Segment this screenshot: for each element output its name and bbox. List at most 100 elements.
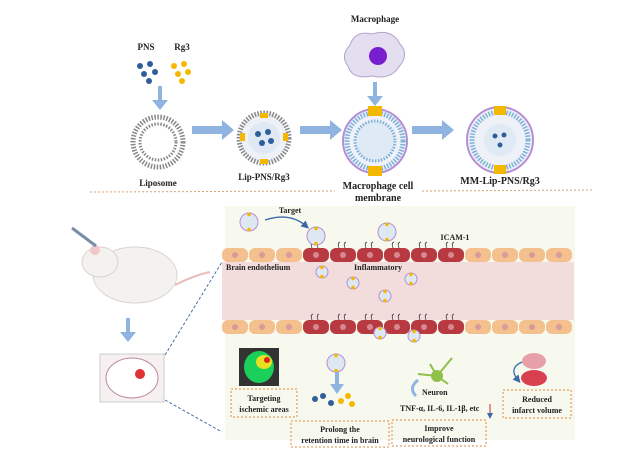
cell-nucleus bbox=[313, 324, 319, 330]
endothelium-label: Brain endothelium bbox=[226, 263, 291, 272]
reduced-box bbox=[502, 389, 572, 419]
cell-nucleus bbox=[232, 252, 238, 258]
arrow-right-icon bbox=[412, 120, 454, 140]
membrane-label-2: membrane bbox=[355, 193, 402, 204]
mm-lip-pns-rg3 bbox=[466, 106, 534, 174]
vesicle-protein bbox=[412, 338, 416, 343]
inflammatory-label: Inflammatory bbox=[354, 263, 402, 272]
infarct-arrow-icon bbox=[512, 361, 523, 383]
icam-receptor bbox=[445, 313, 455, 321]
cell-nucleus bbox=[421, 324, 427, 330]
cell-nucleus bbox=[394, 324, 400, 330]
targeting-line-2: ischemic areas bbox=[239, 405, 288, 414]
vesicle-protein bbox=[351, 276, 355, 281]
cell-nucleus bbox=[421, 252, 427, 258]
neuron-arrow-icon bbox=[411, 378, 419, 398]
pns-dots bbox=[137, 61, 158, 84]
cell-nucleus bbox=[313, 252, 319, 258]
infarct-brain-images bbox=[521, 353, 547, 386]
vesicle-protein bbox=[314, 226, 318, 231]
icam-receptor bbox=[364, 313, 374, 321]
vesicle-protein bbox=[351, 285, 355, 290]
icam-receptor bbox=[391, 313, 401, 321]
pns-label: PNS bbox=[137, 42, 154, 52]
icam-receptor bbox=[418, 313, 428, 321]
icam-receptor bbox=[391, 241, 401, 249]
release-arrow-icon bbox=[330, 372, 344, 394]
arrow-down-icon bbox=[120, 318, 136, 342]
macrophage-cell bbox=[344, 31, 405, 78]
cell-nucleus bbox=[475, 252, 481, 258]
cell-nucleus bbox=[259, 324, 265, 330]
liposome-label: Liposome bbox=[139, 178, 177, 188]
cell-nucleus bbox=[259, 252, 265, 258]
prolong-line-2: retention time in brain bbox=[301, 436, 379, 445]
cell-nucleus bbox=[367, 324, 373, 330]
cell-nucleus bbox=[475, 324, 481, 330]
targeting-box bbox=[230, 388, 298, 418]
icam-label: ICAM-1 bbox=[441, 233, 470, 242]
icam-receptor bbox=[310, 313, 320, 321]
endothelium-top bbox=[222, 241, 572, 262]
prolong-box bbox=[290, 420, 390, 448]
prolong-line-1: Prolong the bbox=[320, 425, 360, 434]
cell-nucleus bbox=[286, 324, 292, 330]
vesicle-protein bbox=[385, 237, 389, 242]
target-arrow-icon bbox=[264, 216, 309, 229]
membrane-label-1: Macrophage cell bbox=[343, 181, 414, 192]
improve-line-1: Improve bbox=[424, 424, 454, 433]
vesicle-protein bbox=[385, 222, 389, 227]
rg3-label: Rg3 bbox=[174, 42, 190, 52]
targeting-line-1: Targeting bbox=[247, 394, 280, 403]
vesicle-protein bbox=[383, 298, 387, 303]
vesicle-protein bbox=[320, 265, 324, 270]
arrow-down-icon bbox=[367, 82, 383, 106]
icam-receptor bbox=[418, 241, 428, 249]
vesicle-protein bbox=[412, 329, 416, 334]
arrow-down-icon bbox=[152, 86, 168, 110]
arrow-right-icon bbox=[192, 120, 234, 140]
cell-nucleus bbox=[340, 252, 346, 258]
vesicle-protein bbox=[247, 227, 251, 232]
icam-receptor bbox=[445, 241, 455, 249]
brain-slice-image bbox=[99, 353, 165, 403]
vesicle-protein bbox=[334, 368, 338, 373]
cell-nucleus bbox=[448, 252, 454, 258]
icam-receptor bbox=[364, 241, 374, 249]
cell-nucleus bbox=[529, 252, 535, 258]
cell-nucleus bbox=[340, 324, 346, 330]
zoom-line bbox=[164, 261, 223, 356]
cytokines-label: TNF-α, IL-6, IL-1β, etc bbox=[400, 404, 480, 413]
cell-nucleus bbox=[502, 252, 508, 258]
improve-line-2: neurological function bbox=[403, 435, 476, 444]
cell-nucleus bbox=[232, 324, 238, 330]
target-label: Target bbox=[279, 206, 302, 215]
icam-receptor bbox=[337, 241, 347, 249]
cell-nucleus bbox=[286, 252, 292, 258]
icam-receptor bbox=[337, 313, 347, 321]
vesicle-protein bbox=[378, 326, 382, 331]
section-divider bbox=[421, 189, 593, 192]
cell-nucleus bbox=[502, 324, 508, 330]
released-drugs bbox=[312, 393, 355, 407]
zoom-line bbox=[164, 399, 223, 433]
vesicle-protein bbox=[320, 274, 324, 279]
rg3-dots bbox=[171, 61, 191, 84]
vesicle-protein bbox=[378, 335, 382, 340]
cell-nucleus bbox=[394, 252, 400, 258]
macrophage-membrane-vesicle bbox=[342, 106, 408, 176]
vesicle-protein bbox=[409, 281, 413, 286]
cell-nucleus bbox=[529, 324, 535, 330]
vesicle-protein bbox=[409, 272, 413, 277]
final-label: MM-Lip-PNS/Rg3 bbox=[460, 176, 539, 187]
neuron-icon bbox=[417, 357, 453, 385]
vesicles bbox=[239, 212, 421, 373]
lip-label: Lip-PNS/Rg3 bbox=[238, 172, 290, 182]
lip-pns-rg3 bbox=[236, 110, 292, 166]
vesicle-protein bbox=[334, 353, 338, 358]
cell-nucleus bbox=[448, 324, 454, 330]
vesicle-protein bbox=[247, 212, 251, 217]
cell-nucleus bbox=[556, 324, 562, 330]
